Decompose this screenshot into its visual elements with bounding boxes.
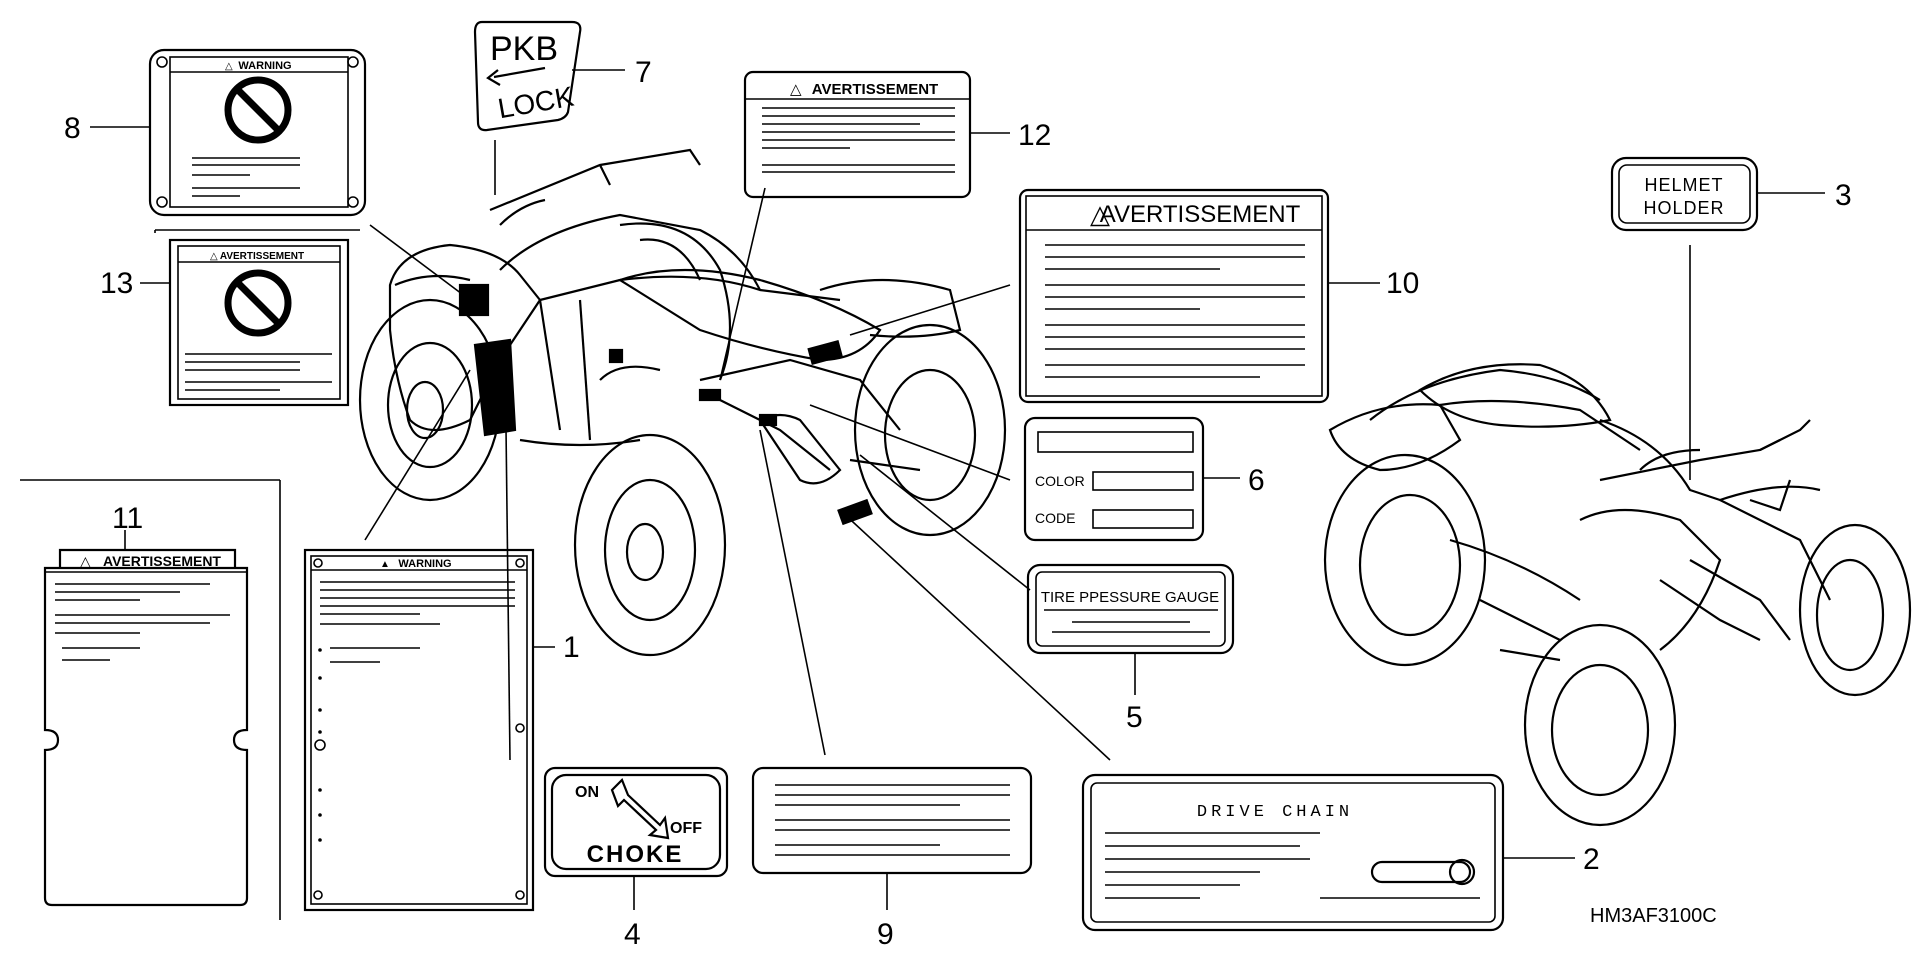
callout-2: 2 [1583, 843, 1600, 876]
atv-left-illustration [358, 148, 1007, 657]
atv-right-illustration [1323, 363, 1912, 827]
callout-13: 13 [100, 267, 133, 300]
label-7-parking-lock-plate: PKB LOCK [473, 20, 582, 132]
label-2-drive-chain-plate: DRIVE CHAIN [1081, 773, 1505, 932]
label-6-color-code-plate: COLOR CODE [1023, 416, 1205, 542]
label-8-header: WARNING [238, 60, 291, 72]
chain-adjuster-icon [1370, 858, 1476, 886]
callout-12: 12 [1018, 119, 1051, 152]
prohibition-icon [224, 76, 292, 144]
callout-7: 7 [635, 56, 652, 89]
label-12-header: AVERTISSEMENT [812, 81, 938, 98]
label-9-text-plate [751, 766, 1033, 875]
warning-triangle-icon: △ [790, 81, 802, 98]
choke-arrow-icon [610, 778, 670, 840]
callout-1: 1 [563, 631, 580, 664]
label-6-color: COLOR [1035, 473, 1085, 489]
label-8-warning-plate: WARNING △ [148, 48, 367, 217]
label-13-header: AVERTISSEMENT [220, 251, 304, 262]
label-3-line1: HELMET [1644, 175, 1723, 195]
label-11-header: AVERTISSEMENT [103, 553, 221, 569]
label-5-title: TIRE PPESSURE GAUGE [1041, 589, 1219, 606]
label-5-tire-gauge-plate: TIRE PPESSURE GAUGE [1026, 563, 1235, 655]
warning-triangle-icon: △ [1090, 199, 1110, 229]
parking-arrow-icon [486, 66, 546, 86]
label-4-choke: CHOKE [587, 841, 684, 868]
label-10-avertissement-plate: △ AVERTISSEMENT [1018, 188, 1330, 404]
callout-8: 8 [64, 112, 81, 145]
warning-triangle-icon: △ [225, 61, 233, 72]
warning-triangle-icon: △ [210, 251, 218, 262]
prohibition-icon [224, 269, 292, 337]
label-2-title: DRIVE CHAIN [1197, 803, 1353, 822]
label-4-choke-plate: ON OFF CHOKE [543, 766, 729, 878]
warning-triangle-icon: ▲ [380, 559, 390, 570]
label-6-code: CODE [1035, 510, 1075, 526]
label-3-line2: HOLDER [1643, 198, 1724, 218]
label-4-off: OFF [670, 820, 702, 837]
callout-3: 3 [1835, 179, 1852, 212]
label-7-line1: PKB [490, 30, 558, 68]
callout-6: 6 [1248, 464, 1265, 497]
callout-5: 5 [1126, 701, 1143, 734]
callout-4: 4 [624, 918, 641, 951]
label-12-avertissement-plate: AVERTISSEMENT △ [743, 70, 972, 199]
label-1-warning-plate: WARNING ▲ [303, 548, 535, 912]
label-10-header: AVERTISSEMENT [1100, 201, 1301, 228]
diagram-code: HM3AF3100C [1590, 905, 1717, 927]
label-11-avertissement-plate: △ AVERTISSEMENT [43, 548, 249, 907]
label-3-helmet-holder-plate: HELMET HOLDER [1610, 156, 1759, 232]
label-13-avertissement-plate: AVERTISSEMENT △ [168, 238, 350, 407]
callout-9: 9 [877, 918, 894, 951]
label-1-header: WARNING [398, 558, 451, 570]
label-4-on: ON [575, 784, 599, 801]
callout-11: 11 [112, 502, 143, 535]
warning-triangle-icon: △ [80, 553, 91, 569]
leader-lines [154, 140, 1691, 761]
callout-10: 10 [1386, 267, 1419, 300]
